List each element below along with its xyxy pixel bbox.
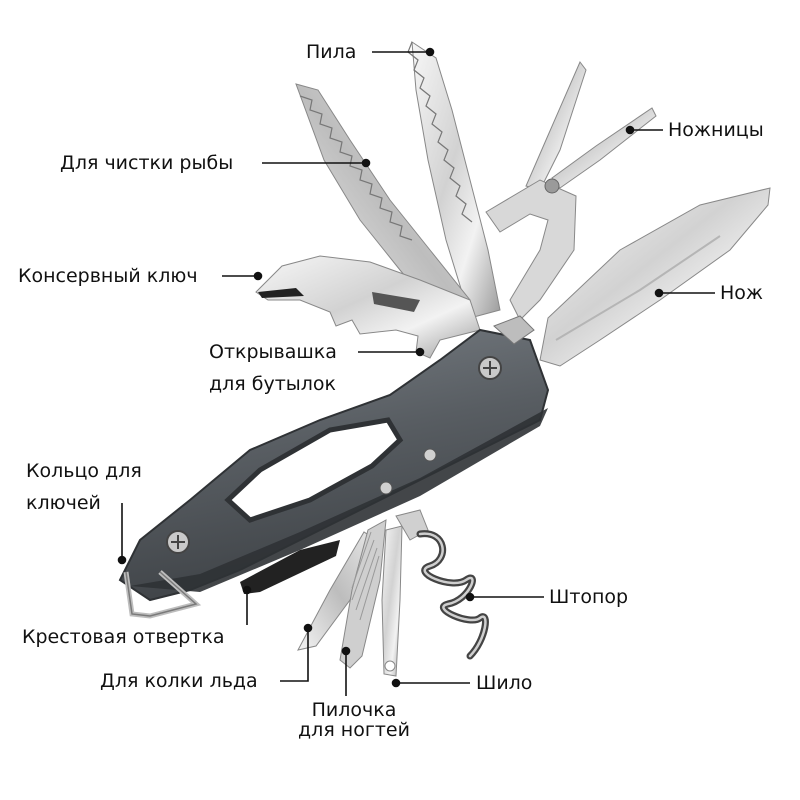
label-key-ring-line2: ключей: [26, 492, 101, 514]
label-bottle-opener-line1: Открывашка: [209, 341, 337, 363]
label-ice-pick: Для колки льда: [100, 670, 258, 692]
can-opener-tool: [255, 255, 481, 359]
label-scissors: Ножницы: [668, 119, 764, 141]
label-fish-scaler: Для чистки рыбы: [60, 152, 234, 174]
leader-ice-pick: [280, 628, 309, 682]
label-awl: Шило: [476, 672, 533, 694]
saw-blade: [407, 41, 501, 319]
awl-tool: [381, 525, 403, 677]
nail-file-tool: [339, 519, 387, 669]
label-knife: Нож: [720, 282, 764, 304]
label-nail-file-line2: для ногтей: [298, 719, 410, 741]
label-can-opener: Консервный ключ: [18, 265, 198, 287]
tool-handle: [118, 328, 550, 602]
label-saw: Пила: [306, 41, 357, 63]
label-nail-file-line1: Пилочка: [311, 699, 397, 721]
lever-piece: [493, 315, 535, 345]
label-bottle-opener-line2: для бутылок: [209, 373, 337, 395]
leader-lines: [117, 47, 715, 696]
knife-blade: [539, 187, 771, 367]
label-key-ring-line1: Кольцо для: [26, 460, 142, 482]
corkscrew-tool: [395, 509, 489, 660]
phillips-screwdriver-tool: [240, 540, 340, 594]
label-corkscrew: Штопор: [549, 586, 629, 608]
key-ring-loop: [123, 570, 202, 619]
label-phillips-screwdriver: Крестовая отвертка: [22, 626, 225, 648]
